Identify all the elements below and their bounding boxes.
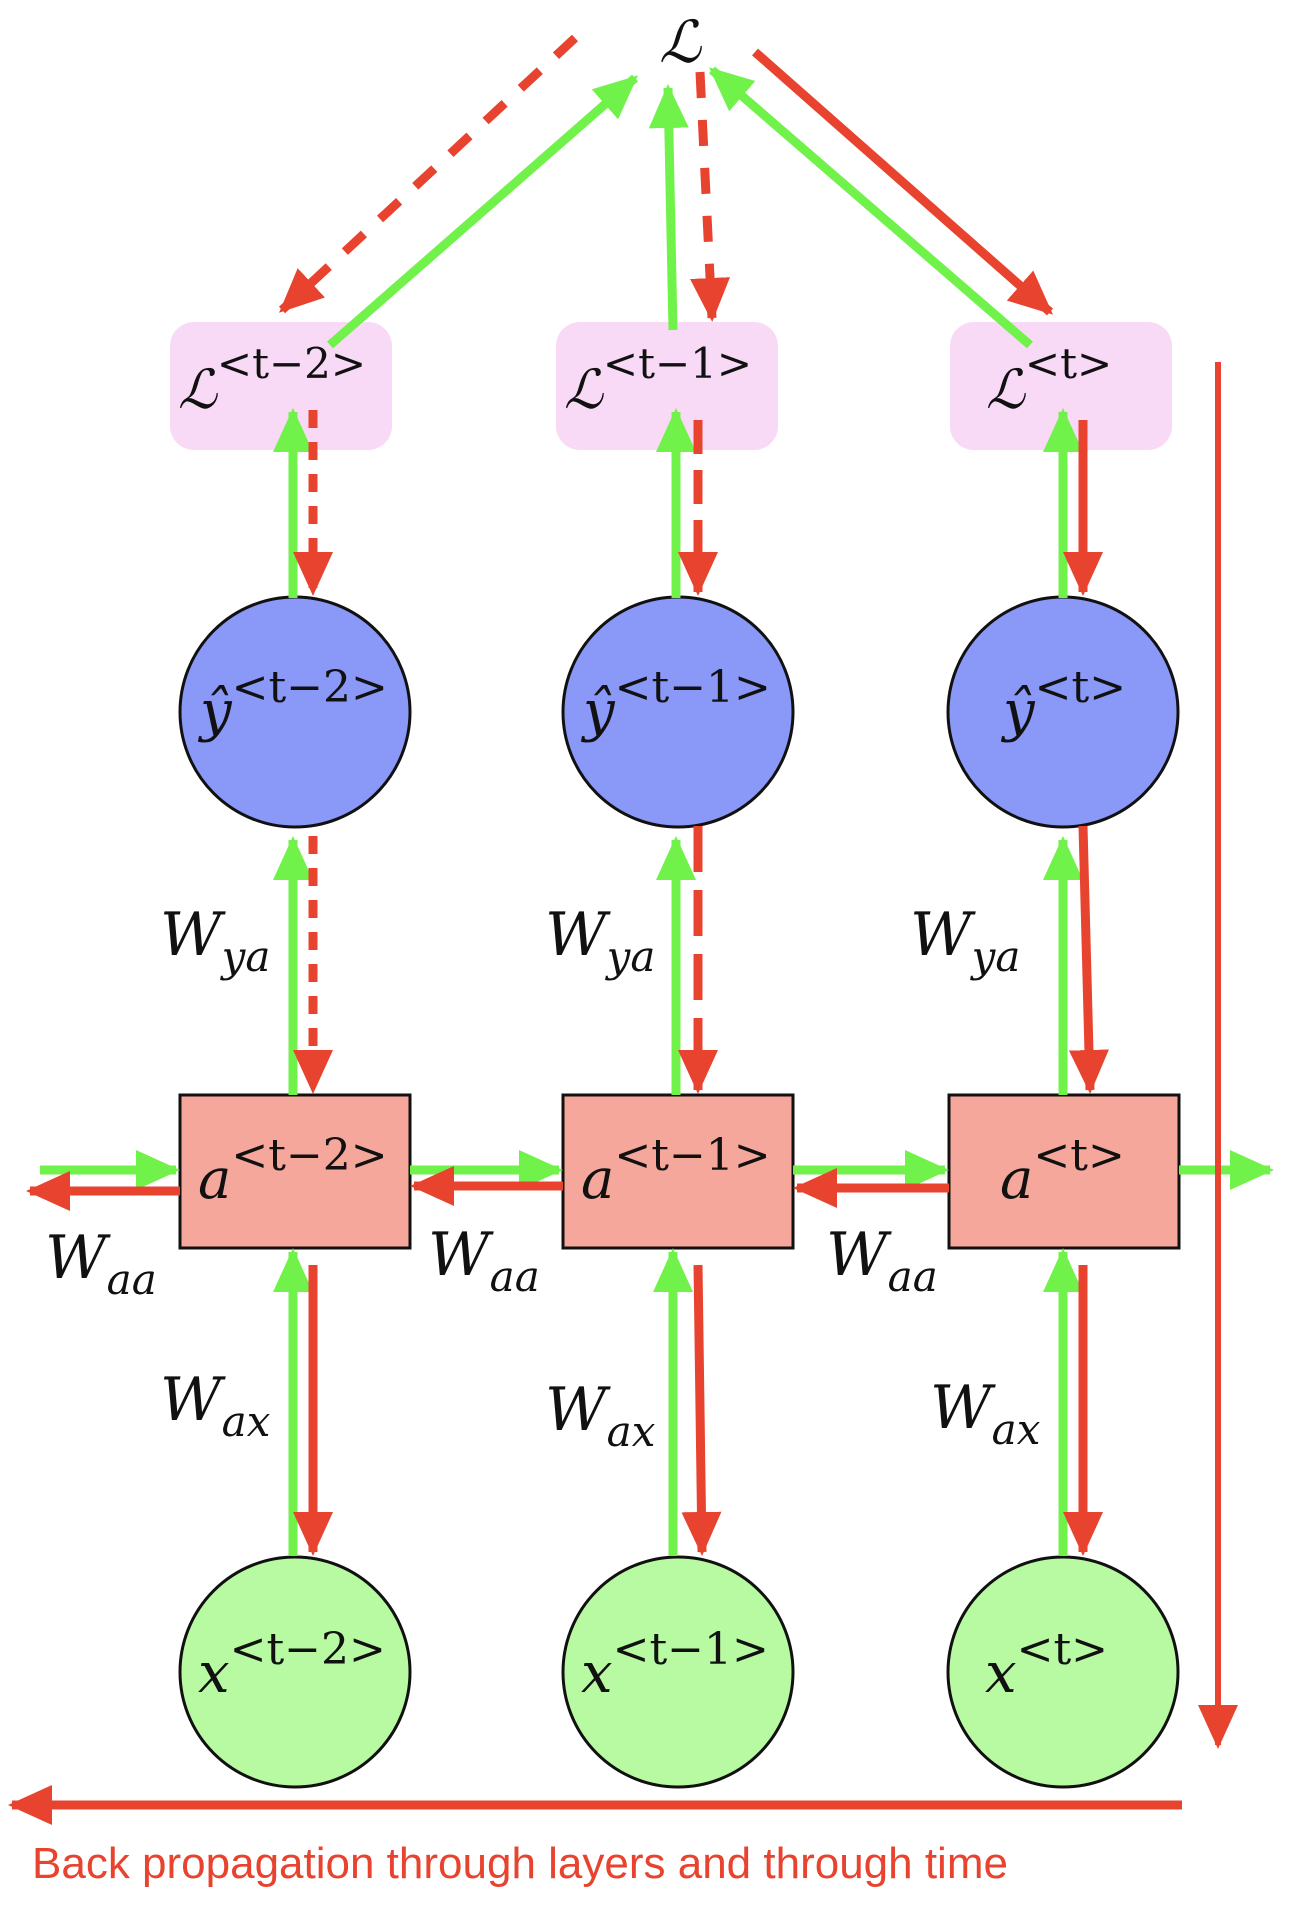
backward-arrow-a-to-x-t-1 <box>681 1264 722 1556</box>
weight-label-waa-t-1: Waa <box>428 1220 540 1301</box>
weight-label-waa-t-2: Waa <box>45 1223 157 1304</box>
loss-label-t: ℒ<t> <box>986 339 1112 421</box>
output-label-t-2: ŷ<t−2> <box>197 662 388 744</box>
hidden-box-t <box>947 1093 1181 1250</box>
backward-arrow-total-to-loss-t-1 <box>690 71 731 322</box>
loss-box-t-2 <box>170 322 392 450</box>
weight-label-wax-t-2: Wax <box>160 1365 271 1446</box>
loss-label-t-2: ℒ<t−2> <box>178 339 366 421</box>
weight-label-waa-t: Waa <box>826 1220 938 1301</box>
weight-label-wax-t: Wax <box>930 1373 1041 1454</box>
weight-label-wya-t: Wya <box>910 900 1020 981</box>
caption: Back propagation through layers and thro… <box>32 1839 1008 1888</box>
loss-box-t-1 <box>556 322 778 450</box>
hidden-label-t: a<t> <box>1000 1130 1125 1212</box>
loss-label-t-1: ℒ<t−1> <box>564 339 752 421</box>
weight-label-wax-t-1: Wax <box>545 1375 656 1456</box>
hidden-label-t-2: a<t−2> <box>198 1130 388 1212</box>
hidden-label-t-1: a<t−1> <box>581 1130 771 1212</box>
forward-arrow-loss-to-total-t <box>708 66 1033 349</box>
input-node-t <box>946 1555 1180 1789</box>
input-label-t: x<t> <box>985 1624 1108 1706</box>
weight-label-wya-t-1: Wya <box>545 900 655 981</box>
backward-arrow-total-to-loss-t-2 <box>278 34 579 314</box>
output-label-t: ŷ<t> <box>1000 662 1126 744</box>
weight-label-wya-t-2: Wya <box>160 900 270 981</box>
input-label-t-1: x<t−1> <box>581 1624 769 1706</box>
forward-arrow-loss-to-total-t-2 <box>327 74 639 349</box>
backward-arrow-y-to-a-t <box>1068 825 1109 1094</box>
input-node-t-2 <box>178 1555 412 1789</box>
forward-arrow-loss-to-total-t-1 <box>648 84 689 331</box>
backward-arrow-total-to-loss-t <box>752 48 1054 316</box>
input-label-t-2: x<t−2> <box>198 1624 386 1706</box>
output-label-t-1: ŷ<t−1> <box>580 662 771 744</box>
total-loss-label: ℒ <box>659 8 702 76</box>
loss-box-t <box>950 322 1172 450</box>
input-node-t-1 <box>561 1555 795 1789</box>
